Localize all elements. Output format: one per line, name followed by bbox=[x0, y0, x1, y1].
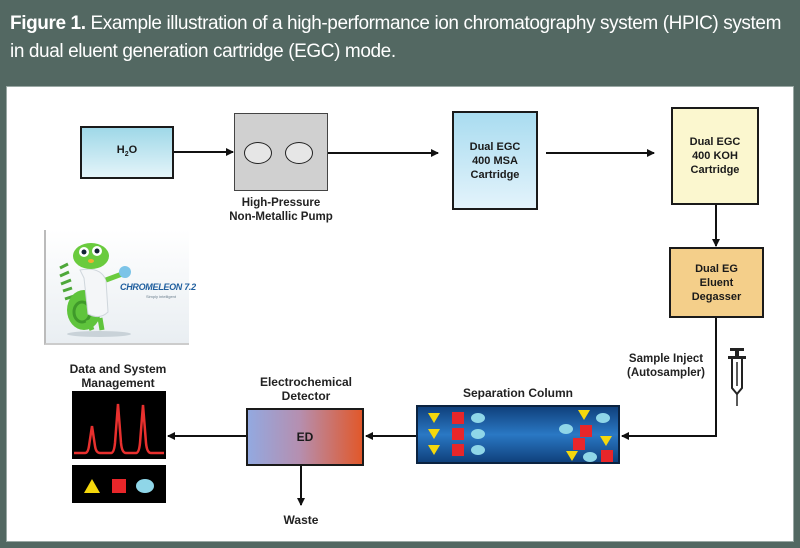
analyte-triangle bbox=[428, 429, 440, 439]
analyte-square bbox=[580, 425, 592, 437]
caption-text: Example illustration of a high-performan… bbox=[10, 13, 782, 62]
analyte-triangle bbox=[600, 436, 612, 446]
chromatogram-display bbox=[72, 391, 166, 503]
water-reservoir: H2O bbox=[80, 126, 174, 179]
analyte-triangle bbox=[428, 445, 440, 455]
syringe-icon bbox=[728, 348, 746, 406]
analyte-ellipse bbox=[471, 429, 485, 439]
product-name: CHROMELEON 7.2 bbox=[120, 282, 196, 292]
figure-label: Figure 1. bbox=[10, 13, 86, 34]
data-management-caption: Data and System Management bbox=[69, 362, 167, 390]
separation-column bbox=[416, 405, 620, 464]
analyte-triangle bbox=[578, 410, 590, 420]
pump-piston-left bbox=[244, 142, 272, 164]
analyte-triangle bbox=[566, 451, 578, 461]
electrochemical-detector: ED bbox=[246, 408, 364, 466]
analyte-ellipse bbox=[471, 445, 485, 455]
waste-label: Waste bbox=[283, 513, 319, 527]
sample-inject-label: Sample Inject (Autosampler) bbox=[627, 353, 705, 379]
figure-caption: Figure 1. Example illustration of a high… bbox=[10, 10, 795, 66]
msa-cartridge: Dual EGC 400 MSA Cartridge bbox=[452, 111, 538, 210]
analyte-ellipse bbox=[471, 413, 485, 423]
koh-cartridge: Dual EGC 400 KOH Cartridge bbox=[671, 107, 759, 205]
product-tagline: Simply intelligent bbox=[146, 294, 177, 299]
analyte-square bbox=[452, 444, 464, 456]
chameleon-mascot-icon bbox=[59, 243, 131, 337]
legend-triangle bbox=[84, 479, 100, 493]
analyte-square bbox=[452, 428, 464, 440]
software-logo-panel: CHROMELEON 7.2 Simply intelligent bbox=[44, 230, 196, 345]
analyte-square bbox=[601, 450, 613, 462]
analyte-square bbox=[452, 412, 464, 424]
separation-column-caption: Separation Column bbox=[462, 386, 573, 400]
legend-square bbox=[112, 479, 126, 493]
eluent-degasser: Dual EG Eluent Degasser bbox=[669, 247, 764, 318]
legend-ellipse bbox=[136, 479, 154, 493]
pump-caption: High-Pressure Non-Metallic Pump bbox=[229, 197, 333, 223]
water-label: H2O bbox=[116, 143, 138, 159]
analyte-ellipse bbox=[559, 424, 573, 434]
pump-piston-right bbox=[285, 142, 313, 164]
detector-caption: Electrochemical Detector bbox=[259, 375, 353, 403]
chromatogram-trace bbox=[74, 403, 164, 455]
analyte-ellipse bbox=[583, 452, 597, 462]
analyte-triangle bbox=[428, 413, 440, 423]
analyte-ellipse bbox=[596, 413, 610, 423]
analyte-square bbox=[573, 438, 585, 450]
